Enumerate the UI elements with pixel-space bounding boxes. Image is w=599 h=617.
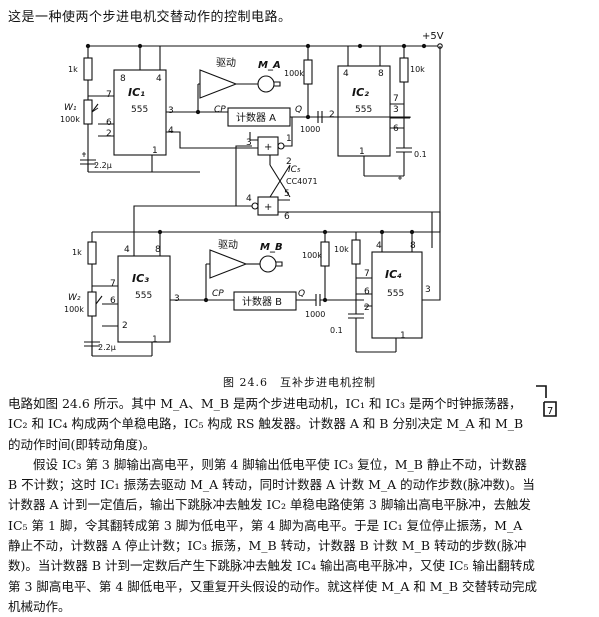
ic4-block: IC₄ 555 4 8 7 6 2 3 1 [355, 211, 441, 352]
q-a-label: Q [295, 105, 302, 115]
ic2-block: IC₂ 555 4 8 2 7 6 3 1 [329, 46, 410, 176]
svg-text:5: 5 [284, 189, 290, 199]
cp-a-label: CP [214, 105, 226, 115]
svg-text:1: 1 [152, 335, 158, 345]
svg-text:8: 8 [155, 245, 161, 255]
r10k-a-label: 10k [410, 65, 425, 74]
driver-a-label: 驱动 [216, 57, 236, 69]
svg-text:2: 2 [286, 157, 292, 167]
ic3-block: IC₃ 555 4 8 7 6 2 3 1 [102, 232, 206, 356]
figure-caption: 图 24.6 互补步进电机控制 [223, 376, 376, 389]
supply-rail: +5V [85, 31, 444, 49]
ic1-timing: 1k W₁ 100k 2.2μ [60, 46, 200, 173]
svg-text:6: 6 [393, 124, 399, 134]
ic1-block: IC₁ 555 8 4 7 6 2 3 4 1 [98, 46, 252, 172]
ic4-timing: 100k 10k 0.1 [302, 232, 396, 353]
motor-a-label: M_A [258, 60, 281, 71]
cap1-label: 2.2μ [94, 161, 112, 170]
svg-text:2: 2 [364, 303, 370, 313]
driver-b-label: 驱动 [218, 239, 238, 251]
svg-text:3: 3 [393, 105, 399, 115]
svg-text:3: 3 [174, 294, 180, 304]
svg-text:6: 6 [364, 287, 370, 297]
cap6-label: 0.1 [330, 326, 343, 335]
r100k-a-label: 100k [284, 69, 304, 78]
motor-b-label: M_B [260, 242, 283, 253]
svg-text:1: 1 [359, 147, 365, 157]
cp-b-label: CP [212, 289, 224, 299]
cap5-label: 1000 [305, 310, 325, 319]
r1k-b-label: 1k [72, 248, 82, 257]
counter-b: 计数器 B CP Q 1000 [206, 289, 364, 319]
w2-label: W₂ [68, 293, 81, 303]
cap2-label: 1000 [300, 125, 320, 134]
driver-b: 驱动 M_B [203, 239, 283, 303]
r100k-b-label: 100k [302, 251, 322, 260]
ic1-part: 555 [131, 105, 148, 115]
counter-a: 计数器 A CP Q 1000 [195, 105, 338, 134]
svg-text:7: 7 [106, 90, 112, 100]
svg-text:4: 4 [343, 69, 349, 79]
ic2-timing: 100k 10k 0.1 [284, 46, 427, 180]
intro-text: 这是一种使两个步进电机交替动作的控制电路。 [8, 10, 292, 25]
corner-label: 7 [547, 406, 553, 417]
ic5-flipflop: + 3 1 2 + 4 5 6 IC₅ CC4071 [133, 116, 433, 248]
svg-text:8: 8 [378, 69, 384, 79]
paragraph-2: 假设 IC₃ 第 3 脚输出高电平，则第 4 脚输出低电平使 IC₃ 复位，M_… [8, 456, 538, 614]
ic4-part: 555 [387, 289, 404, 299]
svg-text:7: 7 [393, 94, 399, 104]
ic3-part: 555 [135, 291, 152, 301]
r1k-a-label: 1k [68, 65, 78, 74]
svg-text:4: 4 [168, 126, 174, 136]
svg-text:1: 1 [286, 134, 292, 144]
w2-value: 100k [64, 305, 84, 314]
ic5-part: CC4071 [286, 177, 318, 186]
svg-text:8: 8 [410, 241, 416, 251]
ic3-name: IC₃ [132, 272, 149, 285]
ic1-name: IC₁ [128, 86, 145, 99]
svg-text:6: 6 [110, 296, 116, 306]
svg-text:7: 7 [110, 279, 116, 289]
svg-text:1: 1 [152, 146, 158, 156]
w1-label: W₁ [64, 103, 77, 113]
cap4-label: 2.2μ [98, 343, 116, 352]
svg-text:+: + [264, 202, 272, 213]
driver-a: 驱动 M_A [197, 57, 281, 112]
svg-text:3: 3 [425, 285, 431, 295]
cap3-label: 0.1 [414, 150, 427, 159]
svg-text:3: 3 [168, 106, 174, 116]
w1-value: 100k [60, 115, 80, 124]
paragraph-1: 电路如图 24.6 所示。其中 M_A、M_B 是两个步进电动机，IC₁ 和 I… [8, 396, 524, 452]
svg-text:4: 4 [156, 74, 162, 84]
ic4-name: IC₄ [385, 268, 402, 281]
svg-text:4: 4 [376, 241, 382, 251]
svg-text:3: 3 [246, 138, 252, 148]
counter-a-label: 计数器 A [236, 111, 276, 124]
svg-text:2: 2 [329, 110, 335, 120]
svg-text:2: 2 [106, 129, 112, 139]
corner-mark: 7 [536, 385, 557, 417]
svg-text:6: 6 [284, 212, 290, 222]
svg-text:1: 1 [400, 331, 406, 341]
svg-text:4: 4 [246, 194, 252, 204]
svg-text:6: 6 [106, 118, 112, 128]
ic2-part: 555 [355, 105, 372, 115]
svg-text:8: 8 [120, 74, 126, 84]
q-b-label: Q [298, 289, 305, 299]
counter-b-label: 计数器 B [242, 295, 282, 308]
r10k-b-label: 10k [334, 245, 349, 254]
description: 电路如图 24.6 所示。其中 M_A、M_B 是两个步进电动机，IC₁ 和 I… [8, 394, 538, 617]
ic5-name: IC₅ [288, 165, 301, 175]
svg-text:4: 4 [124, 245, 130, 255]
circuit-diagram: +5V IC₁ 555 8 4 7 6 2 3 4 1 1k W₁ 100k 2… [60, 31, 444, 357]
svg-text:+: + [264, 142, 272, 153]
ic2-name: IC₂ [352, 86, 369, 99]
supply-label: +5V [422, 31, 444, 42]
svg-text:7: 7 [364, 269, 370, 279]
svg-text:2: 2 [122, 321, 128, 331]
